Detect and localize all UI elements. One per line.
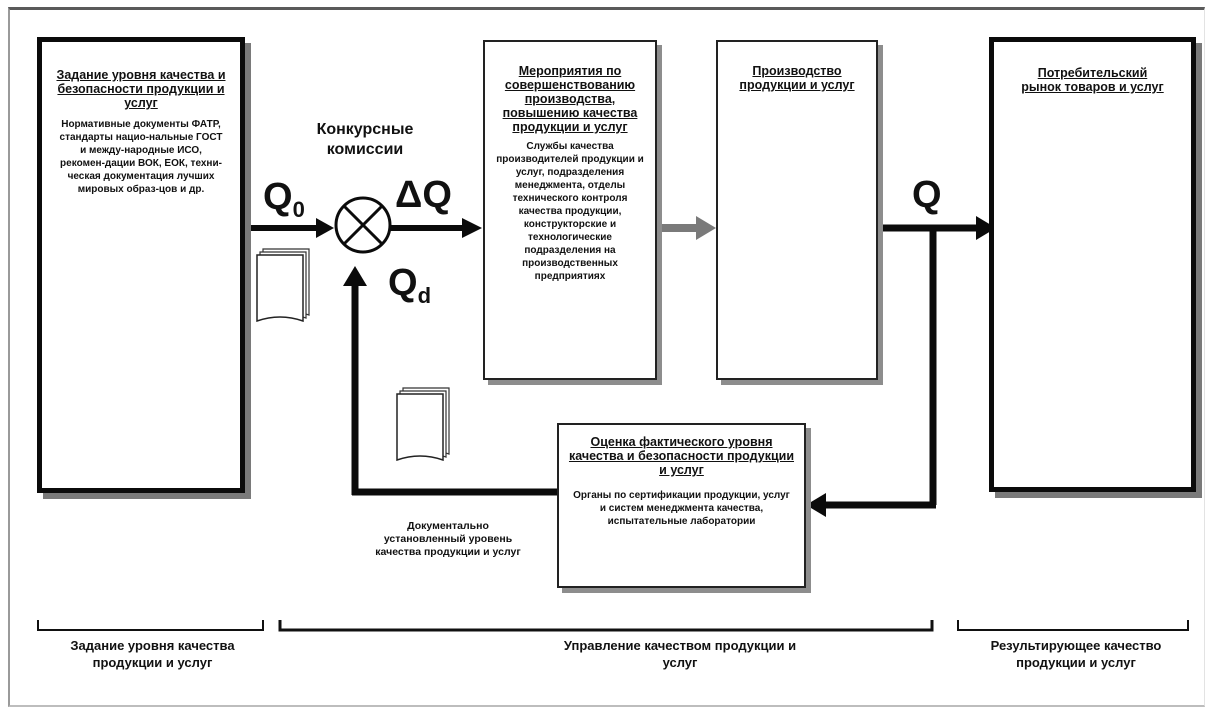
qd-subscript: d xyxy=(417,283,432,308)
q-symbol: Q xyxy=(912,174,942,216)
competition-commissions-label: Конкурсные комиссии xyxy=(316,121,414,158)
diagram-frame xyxy=(8,7,1205,707)
q0-letter: Q xyxy=(263,176,293,218)
measures-box-text: Службы качества производителей продукции… xyxy=(496,141,644,282)
market-box-title: Потребительский рынок товаров и услуг xyxy=(1021,66,1164,94)
assessment-box-title: Оценка фактического уровня качества и бе… xyxy=(568,435,795,477)
qd-symbol: Qd xyxy=(388,262,431,307)
q0-symbol: Q0 xyxy=(263,176,305,221)
setting-quality-box: Задание уровня качества и безопасности п… xyxy=(37,37,245,493)
delta-q-symbol: ΔQ xyxy=(395,174,452,216)
qd-letter: Q xyxy=(388,262,418,304)
measures-box: Мероприятия по совершенствованию произво… xyxy=(483,40,657,380)
setting-box-title: Задание уровня качества и безопасности п… xyxy=(56,68,226,110)
consumer-market-box: Потребительский рынок товаров и услуг xyxy=(989,37,1196,492)
arrow-q0-head xyxy=(316,218,334,238)
documented-level-label: Документально установленный уровень каче… xyxy=(375,520,521,558)
bottom-label-management: Управление качеством продукции и услуг xyxy=(563,638,797,670)
documents-icon-q0 xyxy=(256,248,310,322)
setting-box-text: Нормативные документы ФАТР, стандарты на… xyxy=(59,119,223,195)
measures-box-title: Мероприятия по совершенствованию произво… xyxy=(502,64,638,134)
assessment-box-text: Органы по сертификации продукции, услуг … xyxy=(573,490,790,527)
arrow-q-head xyxy=(976,216,996,240)
bottom-label-resulting: Результирующее качество продукции и услу… xyxy=(990,638,1162,670)
q0-subscript: 0 xyxy=(292,197,305,222)
production-box: Производство продукции и услуг xyxy=(716,40,878,380)
bracket-right xyxy=(957,620,1189,631)
documents-icon-qd xyxy=(396,387,450,461)
feedback-qd-head xyxy=(343,266,367,286)
arrow-measures-production-head xyxy=(696,216,716,240)
bracket-center xyxy=(278,620,934,632)
assessment-box: Оценка фактического уровня качества и бе… xyxy=(557,423,806,588)
bracket-left xyxy=(37,620,264,631)
arrow-delta-q-head xyxy=(462,218,482,238)
production-box-title: Производство продукции и услуг xyxy=(739,64,855,92)
bottom-label-setting: Задание уровня качества продукции и услу… xyxy=(70,638,235,670)
feedback-to-assessment-head xyxy=(806,493,826,517)
